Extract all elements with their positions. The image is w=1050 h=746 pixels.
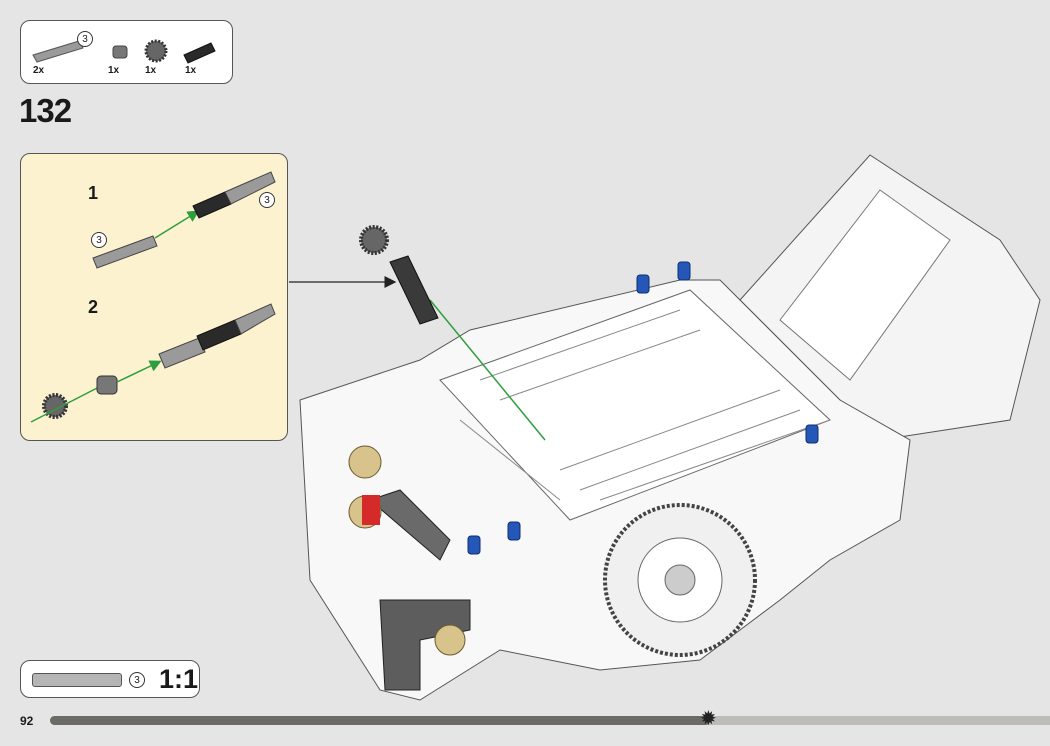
- part-qty: 1x: [108, 65, 120, 76]
- part-qty: 2x: [33, 65, 45, 76]
- model-body: [299, 279, 911, 701]
- progress-fill: [50, 716, 710, 725]
- progress-bar: ✹: [50, 709, 1050, 729]
- part-qty: 1x: [145, 65, 157, 76]
- parts-list: 3 2x 1x 1x 1x: [20, 20, 233, 84]
- gear-icon: [144, 39, 168, 63]
- parts-icons: [32, 39, 216, 64]
- progress-gear-icon: ✹: [700, 708, 717, 730]
- scale-reference: 3 1:1: [20, 660, 200, 698]
- blue-pins: [467, 261, 819, 555]
- axle-3-scale-icon: [32, 673, 122, 687]
- large-gear: [603, 503, 757, 657]
- length-badge: 3: [129, 672, 145, 688]
- step-number: 132: [19, 92, 72, 129]
- axle-3-icon: [32, 40, 84, 63]
- part-qty: 1x: [185, 65, 197, 76]
- subassembly-callout: 1 2 3 3: [20, 153, 288, 441]
- tilted-frame: [739, 154, 1041, 441]
- length-badge: 3: [77, 31, 93, 47]
- substep-number: 2: [88, 297, 99, 317]
- axle-connector-icon: [183, 42, 216, 64]
- scale-label: 1:1: [159, 664, 199, 694]
- length-badge: 3: [259, 192, 275, 208]
- page-number: 92: [20, 714, 34, 728]
- bush-icon: [112, 45, 128, 59]
- length-badge: 3: [91, 232, 107, 248]
- substep-number: 1: [88, 183, 99, 203]
- substep-illustrations: [30, 171, 276, 423]
